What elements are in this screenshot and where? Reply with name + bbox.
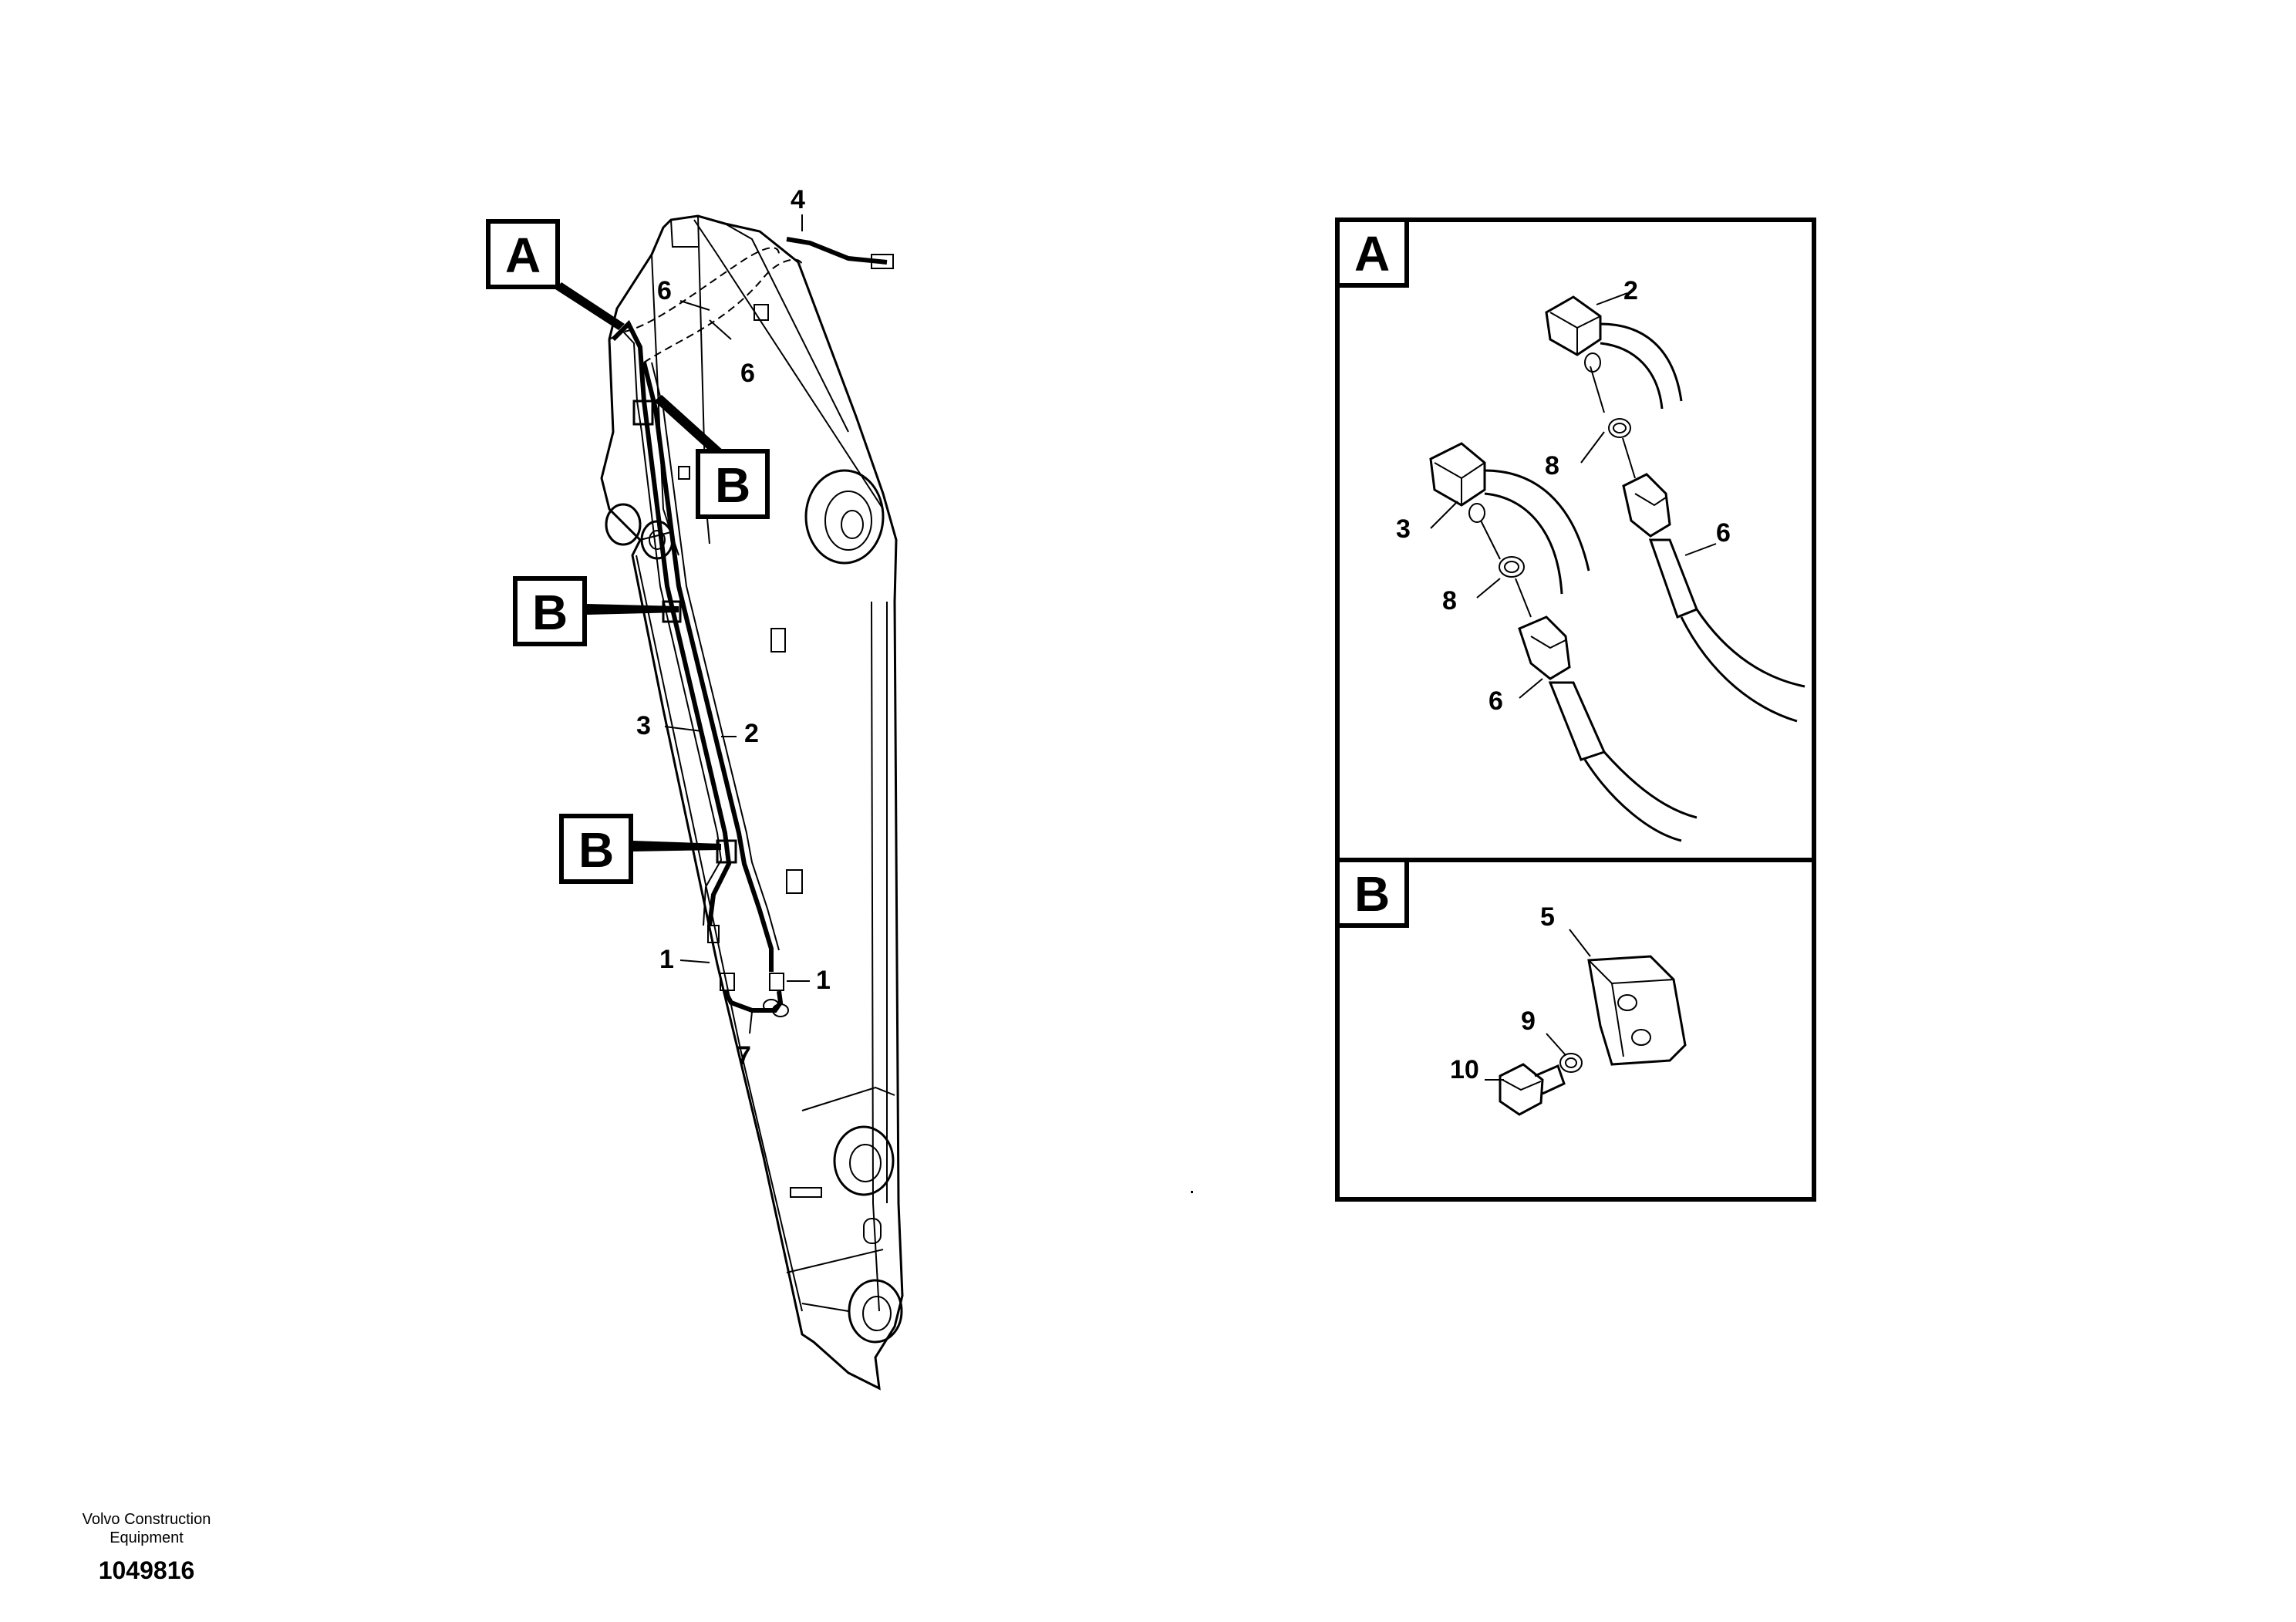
callout-1-left: 1 bbox=[659, 945, 674, 974]
svg-text:B: B bbox=[532, 585, 568, 640]
panel-a-callout-2: 2 bbox=[1623, 276, 1638, 305]
detail-panel-b: B bbox=[1335, 858, 1816, 1202]
callout-6-upper: 6 bbox=[657, 276, 672, 305]
callout-7: 7 bbox=[737, 1041, 751, 1071]
panel-a-callout-8-lower: 8 bbox=[1442, 586, 1457, 615]
panel-a-callout-3: 3 bbox=[1396, 514, 1411, 544]
panel-b-callout-10: 10 bbox=[1450, 1055, 1479, 1084]
callout-2: 2 bbox=[744, 719, 759, 748]
panel-b-callout-5: 5 bbox=[1540, 902, 1555, 932]
svg-text:A: A bbox=[505, 228, 541, 283]
detail-tag-b-main-1: B bbox=[696, 449, 770, 519]
panel-b-callout-9: 9 bbox=[1521, 1007, 1536, 1036]
detail-panel-a: A bbox=[1335, 218, 1816, 862]
brand-line-2: Equipment bbox=[110, 1529, 184, 1546]
callout-numbers-main: 4 6 6 3 2 1 1 7 bbox=[636, 185, 831, 1071]
brand-label: Volvo Construction Equipment bbox=[31, 1510, 262, 1547]
panel-a-callout-8-upper: 8 bbox=[1545, 451, 1559, 481]
svg-text:B: B bbox=[715, 457, 750, 513]
callout-3: 3 bbox=[636, 711, 651, 740]
panel-a-tag: A bbox=[1354, 226, 1390, 282]
panel-b-tag: B bbox=[1354, 866, 1390, 922]
detail-tag-b-main-2: B bbox=[513, 576, 587, 646]
brand-line-1: Volvo Construction bbox=[82, 1511, 211, 1528]
document-number: 1049816 bbox=[98, 1556, 195, 1584]
detail-tag-a-main: A bbox=[486, 219, 560, 289]
panel-a-callout-6-lower: 6 bbox=[1489, 686, 1503, 716]
callout-4: 4 bbox=[791, 185, 805, 214]
arm-boom-drawing bbox=[600, 214, 1193, 1391]
hydraulic-lines-2-3 bbox=[609, 237, 894, 1017]
callout-6-lower: 6 bbox=[740, 359, 755, 388]
tag-pointers-main bbox=[555, 282, 725, 851]
panel-a-callouts: 2 8 6 3 8 6 bbox=[1396, 276, 1731, 716]
svg-text:B: B bbox=[578, 822, 614, 878]
panel-b-callouts: 5 9 10 bbox=[1450, 902, 1555, 1084]
panel-a-callout-6-right: 6 bbox=[1716, 518, 1731, 548]
callout-leaders-main bbox=[664, 214, 810, 1034]
callout-1-right: 1 bbox=[816, 966, 831, 995]
detail-tag-b-main-3: B bbox=[559, 814, 633, 884]
